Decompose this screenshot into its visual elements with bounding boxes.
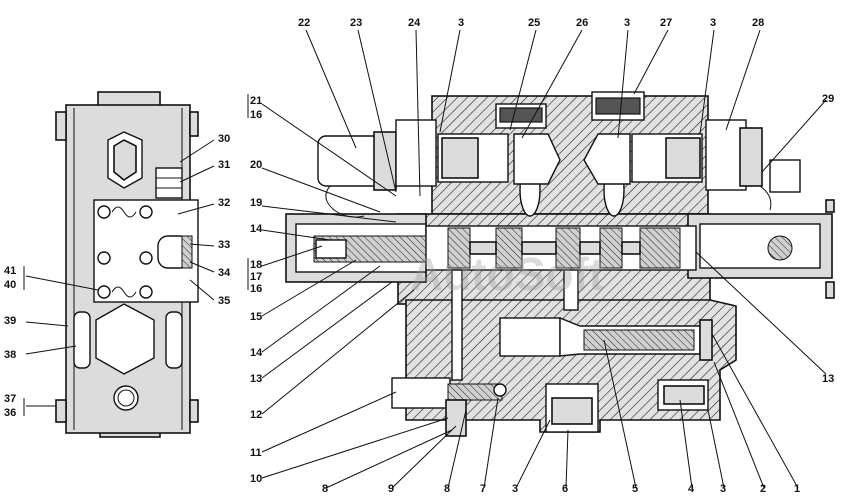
label-36: 36 [4, 407, 16, 419]
leader-lines [23, 29, 827, 489]
label-13-right: 13 [822, 373, 834, 385]
main-section [285, 91, 835, 437]
label-28: 28 [752, 17, 764, 29]
label-22: 22 [298, 17, 310, 29]
label-10: 10 [250, 473, 262, 485]
label-31: 31 [218, 159, 230, 171]
label-41: 41 [4, 265, 16, 277]
label-11: 11 [250, 447, 262, 459]
side-view [55, 91, 199, 438]
label-4: 4 [688, 483, 695, 495]
label-16-bottom: 16 [250, 283, 262, 295]
label-26: 26 [576, 17, 588, 29]
label-24: 24 [408, 17, 421, 29]
label-27: 27 [660, 17, 672, 29]
label-1: 1 [794, 483, 800, 495]
label-21: 21 [250, 95, 262, 107]
label-16-top: 16 [250, 109, 262, 121]
label-3-top-a: 3 [458, 17, 464, 29]
label-3-bottom-a: 3 [512, 483, 518, 495]
label-8-right: 8 [444, 483, 450, 495]
label-14-bottom: 14 [250, 347, 263, 359]
label-6: 6 [562, 483, 568, 495]
label-38: 38 [4, 349, 16, 361]
label-17: 17 [250, 271, 262, 283]
label-7: 7 [480, 483, 486, 495]
label-13-left: 13 [250, 373, 262, 385]
label-18: 18 [250, 259, 262, 271]
label-40: 40 [4, 279, 16, 291]
label-37: 37 [4, 393, 16, 405]
label-25: 25 [528, 17, 540, 29]
label-14-top: 14 [250, 223, 263, 235]
label-30: 30 [218, 133, 230, 145]
labels: 30 31 32 33 34 35 41 40 39 38 37 36 22 2… [4, 17, 834, 495]
label-12: 12 [250, 409, 262, 421]
label-33: 33 [218, 239, 230, 251]
label-2: 2 [760, 483, 766, 495]
label-3-bottom-b: 3 [720, 483, 726, 495]
label-15: 15 [250, 311, 262, 323]
label-3-top-c: 3 [710, 17, 716, 29]
label-32: 32 [218, 197, 230, 209]
label-34: 34 [218, 267, 231, 279]
label-29: 29 [822, 93, 834, 105]
label-9: 9 [388, 483, 394, 495]
label-5: 5 [632, 483, 638, 495]
label-39: 39 [4, 315, 16, 327]
label-3-top-b: 3 [624, 17, 630, 29]
label-35: 35 [218, 295, 230, 307]
label-19: 19 [250, 197, 262, 209]
watermark: AutoSoft [410, 248, 604, 300]
label-23: 23 [350, 17, 362, 29]
label-20: 20 [250, 159, 262, 171]
label-8-left: 8 [322, 483, 328, 495]
